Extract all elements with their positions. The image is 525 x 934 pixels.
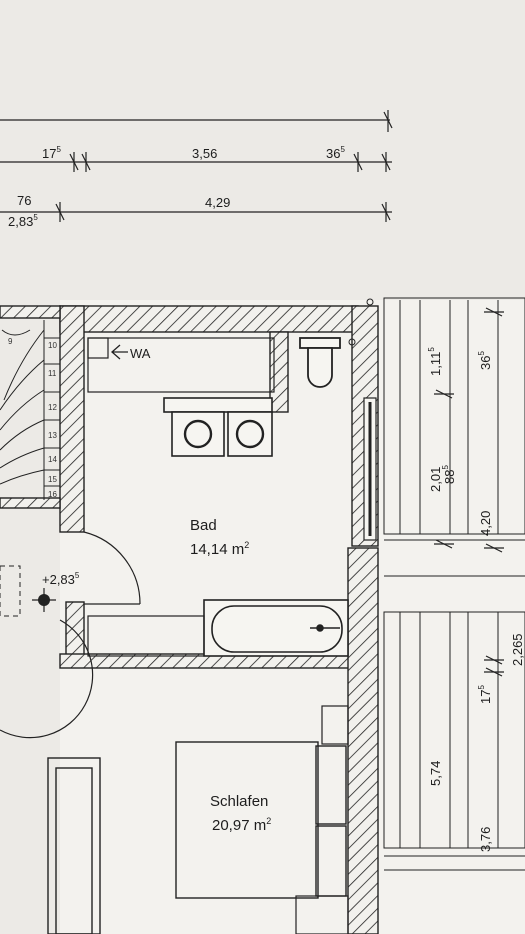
dim-1-11-5: 1,115 [427, 347, 443, 376]
dim-2-83-5: 2,835 [8, 213, 38, 229]
room-name-schlafen: Schlafen [210, 793, 268, 810]
door-swing-bath [83, 531, 141, 605]
level-label: +2,835 [42, 571, 80, 587]
wall-stair-bottom [0, 497, 61, 509]
pipe-marker-icon [348, 338, 356, 346]
toilet-icon [299, 337, 341, 388]
nightstand-top [321, 705, 349, 745]
dim-4-29: 4,29 [205, 195, 230, 210]
step-13: 13 [48, 431, 57, 440]
dim-17-5: 175 [42, 145, 61, 161]
dim-2-01: 2,01 [428, 467, 443, 492]
bath-shelf [87, 615, 205, 657]
corner-marker-icon [366, 298, 374, 306]
dim-76: 76 [17, 193, 31, 208]
nightstand-bottom [295, 895, 349, 934]
dim-3-56: 3,56 [192, 146, 217, 161]
dim-36-5: 365 [326, 145, 345, 161]
dim-88-5: 885 [441, 465, 457, 484]
step-10: 10 [48, 341, 57, 350]
wall-left-upper [59, 305, 85, 533]
dim-3-76: 3,76 [478, 827, 493, 852]
step-16: 16 [48, 490, 57, 499]
counter [87, 337, 275, 393]
room-area-bad: 14,14 m2 [190, 540, 249, 558]
step-12: 12 [48, 403, 57, 412]
bathtub-icon [203, 599, 349, 657]
wall-top [59, 305, 359, 333]
step-14: 14 [48, 455, 57, 464]
arrow-icon [111, 344, 128, 360]
door-swing-hall [0, 619, 94, 739]
dashed-outline [0, 565, 21, 617]
staircase [0, 320, 61, 500]
wall-stair-top [0, 305, 61, 319]
dim-right-17-5: 175 [477, 685, 493, 704]
dim-5-74: 5,74 [428, 761, 443, 786]
room-name-bad: Bad [190, 517, 217, 534]
wardrobe [47, 757, 101, 934]
step-15: 15 [48, 475, 57, 484]
dim-2-265: 2,265 [510, 633, 525, 666]
right-column-panels [383, 297, 525, 871]
step-11: 11 [48, 369, 57, 378]
step-9: 9 [8, 337, 13, 346]
room-area-schlafen: 20,97 m2 [212, 816, 271, 834]
wall-right-lower [347, 547, 379, 934]
dim-right-36-5: 365 [477, 351, 493, 370]
dimension-lines [0, 110, 393, 222]
level-marker-icon [32, 588, 56, 612]
washer-dryer-icon [163, 397, 273, 457]
right-dimension-ticks [434, 307, 504, 677]
washbasin-label: WA [130, 346, 151, 361]
dim-4-20: 4,20 [478, 511, 493, 536]
